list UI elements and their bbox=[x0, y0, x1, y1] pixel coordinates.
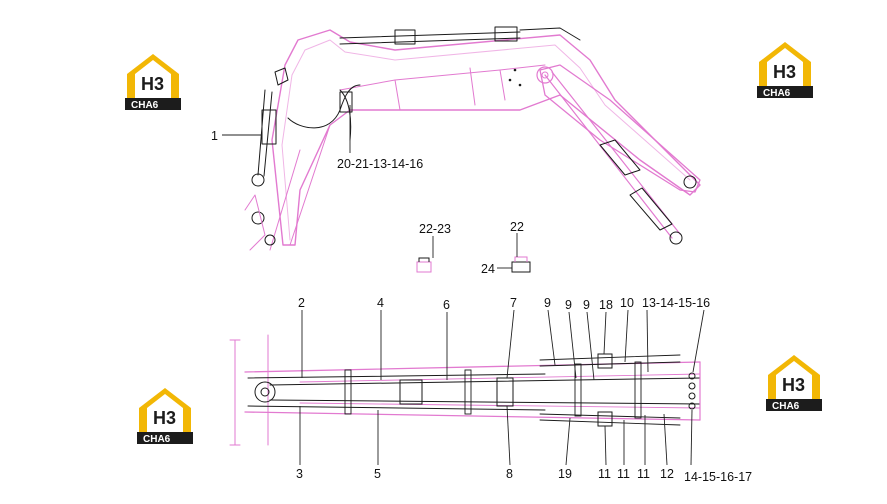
svg-text:H3: H3 bbox=[773, 62, 796, 82]
callout-19: 19 bbox=[558, 467, 572, 481]
callout-6: 6 bbox=[443, 298, 450, 312]
boom-side-view bbox=[244, 26, 701, 251]
logo-bottom-left: H3 CHA6 bbox=[137, 388, 193, 445]
svg-text:CHA6: CHA6 bbox=[143, 434, 171, 445]
leader-lines bbox=[222, 105, 705, 466]
callout-13-14-15-16: 13-14-15-16 bbox=[642, 296, 710, 310]
callout-22: 22 bbox=[510, 220, 524, 234]
callout-labels: 1 20-21-13-14-16 22-23 22 24 2 4 6 7 9 9… bbox=[211, 129, 752, 484]
callout-9-a: 9 bbox=[544, 296, 551, 310]
svg-text:CHA6: CHA6 bbox=[763, 88, 791, 99]
svg-text:H3: H3 bbox=[153, 408, 176, 428]
callout-9-c: 9 bbox=[583, 298, 590, 312]
callout-4: 4 bbox=[377, 296, 384, 310]
callout-8: 8 bbox=[506, 467, 513, 481]
logo-top-left: H3 CHA6 bbox=[125, 54, 181, 111]
callout-11-b: 11 bbox=[617, 467, 630, 481]
callout-20-21-13-14-16: 20-21-13-14-16 bbox=[337, 157, 423, 171]
callout-22-23: 22-23 bbox=[419, 222, 451, 236]
house-logo-icon: H3 CHA6 bbox=[766, 355, 822, 412]
callout-3: 3 bbox=[296, 467, 303, 481]
clamp-parts bbox=[416, 256, 531, 273]
svg-text:CHA6: CHA6 bbox=[772, 401, 800, 412]
house-logo-icon: H3 CHA6 bbox=[757, 42, 813, 99]
callout-24: 24 bbox=[481, 262, 495, 276]
callout-9-b: 9 bbox=[565, 298, 572, 312]
callout-10: 10 bbox=[620, 296, 634, 310]
callout-2: 2 bbox=[298, 296, 305, 310]
house-logo-icon: H3 CHA6 bbox=[125, 54, 181, 111]
callout-1: 1 bbox=[211, 129, 218, 143]
logo-bottom-right: H3 CHA6 bbox=[766, 355, 822, 412]
callout-11-a: 11 bbox=[598, 467, 611, 481]
boom-plan-view bbox=[229, 334, 701, 446]
svg-text:H3: H3 bbox=[141, 74, 164, 94]
callout-18: 18 bbox=[599, 298, 613, 312]
callout-12: 12 bbox=[660, 467, 674, 481]
logo-top-right: H3 CHA6 bbox=[757, 42, 813, 99]
svg-text:CHA6: CHA6 bbox=[131, 100, 159, 111]
svg-text:H3: H3 bbox=[782, 375, 805, 395]
callout-11-c: 11 bbox=[637, 467, 650, 481]
callout-7: 7 bbox=[510, 296, 517, 310]
callout-5: 5 bbox=[374, 467, 381, 481]
callout-14-15-16-17: 14-15-16-17 bbox=[684, 470, 752, 484]
house-logo-icon: H3 CHA6 bbox=[137, 388, 193, 445]
